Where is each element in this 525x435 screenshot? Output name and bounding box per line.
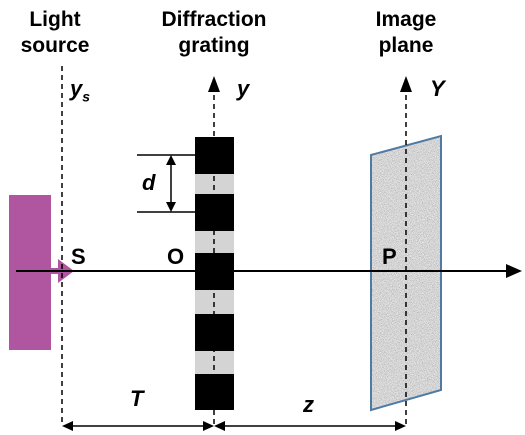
image-plane-screen <box>370 134 442 412</box>
image-plane-header: Image plane <box>375 8 437 57</box>
y-axis-arrowhead <box>208 76 220 92</box>
d-label: d <box>142 170 156 195</box>
Y-axis-arrowhead <box>400 76 412 92</box>
d-dimension <box>137 154 195 213</box>
point-O-label: O <box>167 244 185 269</box>
point-P-label: P <box>382 244 397 269</box>
ys-axis-label: ys <box>70 76 91 105</box>
diffraction-grating-header: Diffraction grating <box>161 8 267 57</box>
point-S-label: S <box>71 244 86 269</box>
light-source-block <box>9 195 51 350</box>
T-label: T <box>130 386 144 411</box>
optical-axis-arrowhead <box>506 264 522 278</box>
z-label: z <box>303 392 314 417</box>
z-dimension <box>214 421 406 431</box>
y-axis-label: y <box>237 76 250 101</box>
Y-axis-label: Y <box>430 76 445 101</box>
T-dimension <box>62 421 214 431</box>
light-source-header: Light source <box>20 8 90 57</box>
